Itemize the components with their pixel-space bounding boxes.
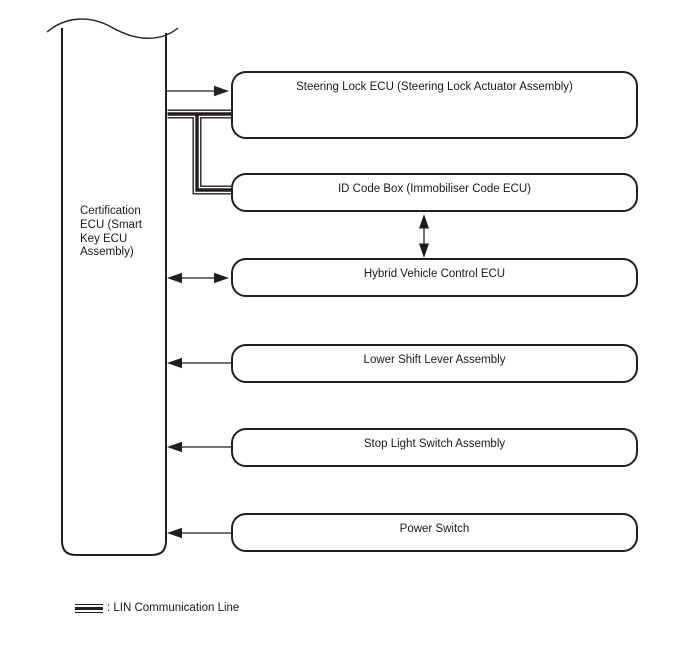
node-label: Power Switch bbox=[399, 523, 470, 535]
ecu-break-line bbox=[46, 18, 179, 39]
node-label: ID Code Box (Immobiliser Code ECU) bbox=[337, 183, 531, 195]
arrow-from-power-switch bbox=[167, 527, 231, 539]
arrow-to-steering-lock bbox=[167, 85, 229, 97]
arrow-from-lower-shift bbox=[167, 357, 231, 369]
ecu-box-outline bbox=[61, 28, 167, 556]
lin-communication-line bbox=[167, 109, 231, 195]
lin-line-symbol bbox=[75, 603, 103, 613]
double-arrow-idbox-hybrid bbox=[419, 214, 429, 258]
legend: : LIN Communication Line bbox=[75, 600, 239, 616]
ecu-label-line: Certification bbox=[80, 205, 141, 217]
node-label: Stop Light Switch Assembly bbox=[363, 438, 506, 450]
node-id-code-box: ID Code Box (Immobiliser Code ECU) bbox=[231, 173, 638, 212]
ecu-label-line: Assembly) bbox=[80, 246, 134, 259]
node-power-switch: Power Switch bbox=[231, 513, 638, 552]
node-steering-lock-ecu: Steering Lock ECU (Steering Lock Actuato… bbox=[231, 71, 638, 139]
ecu-label-line: ECU (Smart bbox=[80, 218, 142, 231]
ecu-label: Certification ECU (Smart Key ECU Assembl… bbox=[80, 205, 172, 260]
node-hybrid-vehicle-control-ecu: Hybrid Vehicle Control ECU bbox=[231, 258, 638, 297]
ecu-label-line: Key ECU bbox=[80, 232, 128, 245]
node-lower-shift-lever: Lower Shift Lever Assembly bbox=[231, 344, 638, 383]
node-label: Lower Shift Lever Assembly bbox=[363, 354, 506, 366]
node-label: Hybrid Vehicle Control ECU bbox=[363, 268, 506, 280]
legend-label: : LIN Communication Line bbox=[107, 602, 240, 614]
arrow-from-stop-light bbox=[167, 441, 231, 453]
node-stop-light-switch: Stop Light Switch Assembly bbox=[231, 428, 638, 467]
double-arrow-ecu-hybrid bbox=[167, 272, 229, 284]
node-label: Steering Lock ECU (Steering Lock Actuato… bbox=[296, 81, 573, 93]
